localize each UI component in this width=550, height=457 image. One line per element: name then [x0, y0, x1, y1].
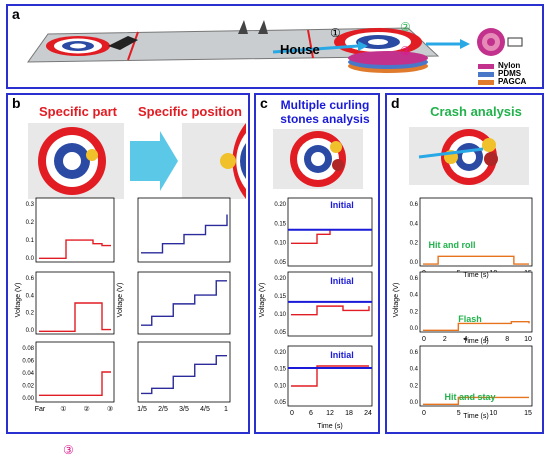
panel-b: b Specific part Specific position ① ② ③ — [6, 93, 250, 457]
b-marker-3: ③ — [63, 443, 74, 457]
panel-d: d Crash analysis — [385, 93, 544, 434]
panel-c-target-illustration — [273, 129, 363, 189]
marker-1-label: ① — [330, 26, 341, 40]
legend-nylon: Nylon — [498, 61, 521, 70]
curling-sheet-illustration — [27, 20, 523, 85]
marker-3-label: ③ — [400, 44, 411, 58]
legend-pagca: PAGCA — [498, 77, 527, 86]
panel-a: a House ① — [6, 4, 544, 89]
panel-d-label: d — [391, 95, 400, 111]
panel-c-title: Multiple curling stones analysis — [280, 98, 370, 126]
panel-a-label: a — [12, 6, 20, 22]
panel-d-target-illustration — [409, 127, 529, 185]
b-marker-2: ② — [63, 373, 74, 387]
house-label: House — [280, 42, 320, 57]
panel-c: c Multiple curling stones analysis — [254, 93, 380, 434]
panel-c-label: c — [260, 95, 268, 111]
panel-b-target-illustration — [28, 123, 246, 199]
b-marker-1: ① — [63, 300, 74, 314]
panel-b-title-right: Specific position — [137, 104, 242, 119]
marker-2-label: ② — [400, 20, 411, 34]
panel-b-label: b — [12, 95, 21, 111]
panel-d-title: Crash analysis — [430, 104, 522, 119]
legend-pdms: PDMS — [498, 69, 522, 78]
panel-b-title-left: Specific part — [38, 104, 118, 119]
